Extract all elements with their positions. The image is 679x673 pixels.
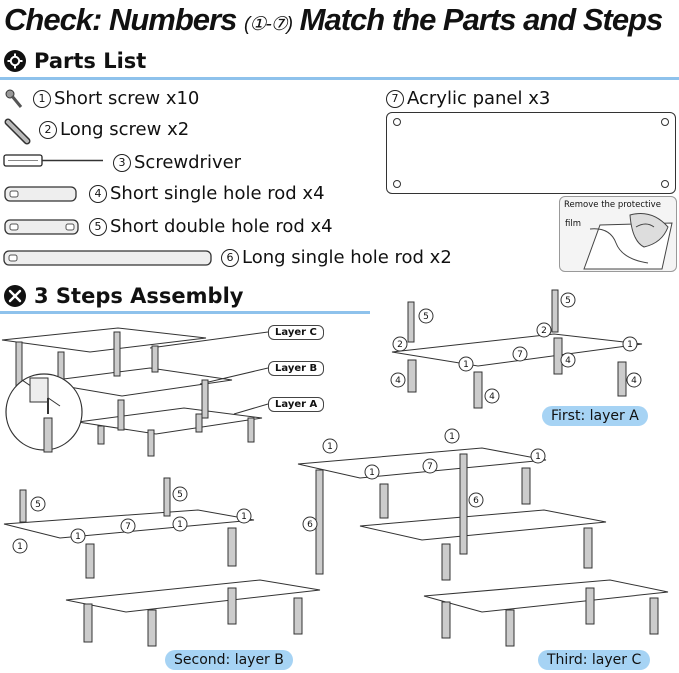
svg-text:1: 1 <box>535 452 541 462</box>
remove-film-note: Remove the protective film <box>559 196 677 272</box>
long-single-rod-icon <box>3 250 212 266</box>
tools-icon <box>4 285 26 307</box>
step-1-badge: First: layer A <box>542 406 648 426</box>
screwdriver-icon <box>3 154 103 167</box>
svg-text:5: 5 <box>35 500 41 510</box>
step-2-badge: Second: layer B <box>165 650 293 670</box>
svg-text:4: 4 <box>395 376 401 386</box>
svg-text:1: 1 <box>241 512 247 522</box>
svg-text:1: 1 <box>17 542 23 552</box>
svg-text:2: 2 <box>397 340 403 350</box>
assembly-heading: 3 Steps Assembly <box>4 284 243 308</box>
svg-text:1: 1 <box>463 360 469 370</box>
layer-a-tag: Layer A <box>268 397 325 412</box>
svg-text:7: 7 <box>517 350 523 360</box>
parts-list-heading: Parts List <box>4 49 146 73</box>
svg-text:6: 6 <box>307 520 313 530</box>
step-3-badge: Third: layer C <box>538 650 651 670</box>
svg-text:5: 5 <box>177 490 183 500</box>
svg-text:5: 5 <box>423 312 429 322</box>
parts-divider <box>0 77 679 80</box>
svg-text:1: 1 <box>627 340 633 350</box>
svg-text:7: 7 <box>427 462 433 472</box>
svg-text:6: 6 <box>473 496 479 506</box>
svg-text:1: 1 <box>449 432 455 442</box>
svg-text:1: 1 <box>327 442 333 452</box>
gear-icon <box>4 50 26 72</box>
step-3-diagram: 1 1 1 1 7 6 6 <box>297 428 669 647</box>
short-single-rod-icon <box>4 186 77 202</box>
svg-text:1: 1 <box>75 532 81 542</box>
layer-b-tag: Layer B <box>268 361 325 376</box>
step-2-diagram: 5 5 7 1 1 1 1 <box>3 477 321 647</box>
svg-text:4: 4 <box>631 376 637 386</box>
layer-c-tag: Layer C <box>268 325 324 340</box>
svg-text:4: 4 <box>489 392 495 402</box>
assembly-divider <box>0 311 370 314</box>
svg-text:7: 7 <box>125 522 131 532</box>
svg-text:4: 4 <box>565 356 571 366</box>
short-screw-icon <box>5 89 23 108</box>
long-screw-icon <box>4 118 31 145</box>
short-double-rod-icon <box>4 219 79 235</box>
svg-text:2: 2 <box>541 326 547 336</box>
acrylic-panel-icon <box>386 112 676 194</box>
overview-diagram <box>1 327 269 457</box>
peel-film-illustration <box>583 213 673 270</box>
step-1-diagram: 5 5 2 2 7 1 1 4 4 4 4 <box>390 289 643 409</box>
svg-text:5: 5 <box>565 296 571 306</box>
page-title: Check: Numbers (①-⑦) Match the Parts and… <box>4 2 663 37</box>
svg-text:1: 1 <box>369 468 375 478</box>
svg-text:1: 1 <box>177 520 183 530</box>
